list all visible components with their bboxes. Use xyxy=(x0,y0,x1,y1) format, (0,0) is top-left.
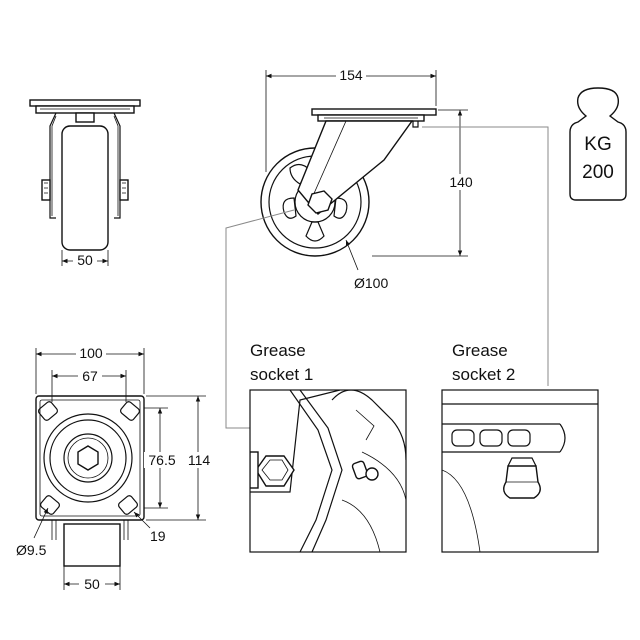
grease-socket-1-label-line1: Grease xyxy=(250,341,306,360)
dim-bottom-width: 50 xyxy=(84,576,100,592)
load-value: 200 xyxy=(582,162,614,183)
dim-plate-width: 100 xyxy=(79,345,103,361)
dim-front-width: 154 xyxy=(339,67,363,83)
dim-side-width: 50 xyxy=(77,252,93,268)
dim-plate-hole-spacing: 67 xyxy=(82,368,98,384)
dim-hole-diameter: Ø9.5 xyxy=(16,542,47,558)
dim-wheel-diameter: Ø100 xyxy=(354,275,388,291)
dim-plate-height: 114 xyxy=(188,452,211,468)
dim-plate-hole-spacing-v: 76.5 xyxy=(148,452,175,468)
load-capacity-badge: KG 200 xyxy=(569,87,627,201)
side-view: 50 xyxy=(29,99,141,268)
grease-socket-1-label-line2: socket 1 xyxy=(250,365,313,384)
grease-socket-2-label-line1: Grease xyxy=(452,341,508,360)
grease-socket-2-label-line2: socket 2 xyxy=(452,365,515,384)
detail-grease-socket-1: Grease socket 1 xyxy=(249,341,407,553)
load-unit: KG xyxy=(584,134,611,155)
dim-front-height: 140 xyxy=(449,174,473,190)
front-view: 154 140 Ø100 xyxy=(225,67,549,429)
detail-grease-socket-2: Grease socket 2 xyxy=(441,341,599,553)
plate-view: 100 67 76.5 114 19 Ø9.5 50 xyxy=(16,345,214,592)
weight-icon xyxy=(569,87,627,201)
dim-plate-offset: 19 xyxy=(150,528,166,544)
